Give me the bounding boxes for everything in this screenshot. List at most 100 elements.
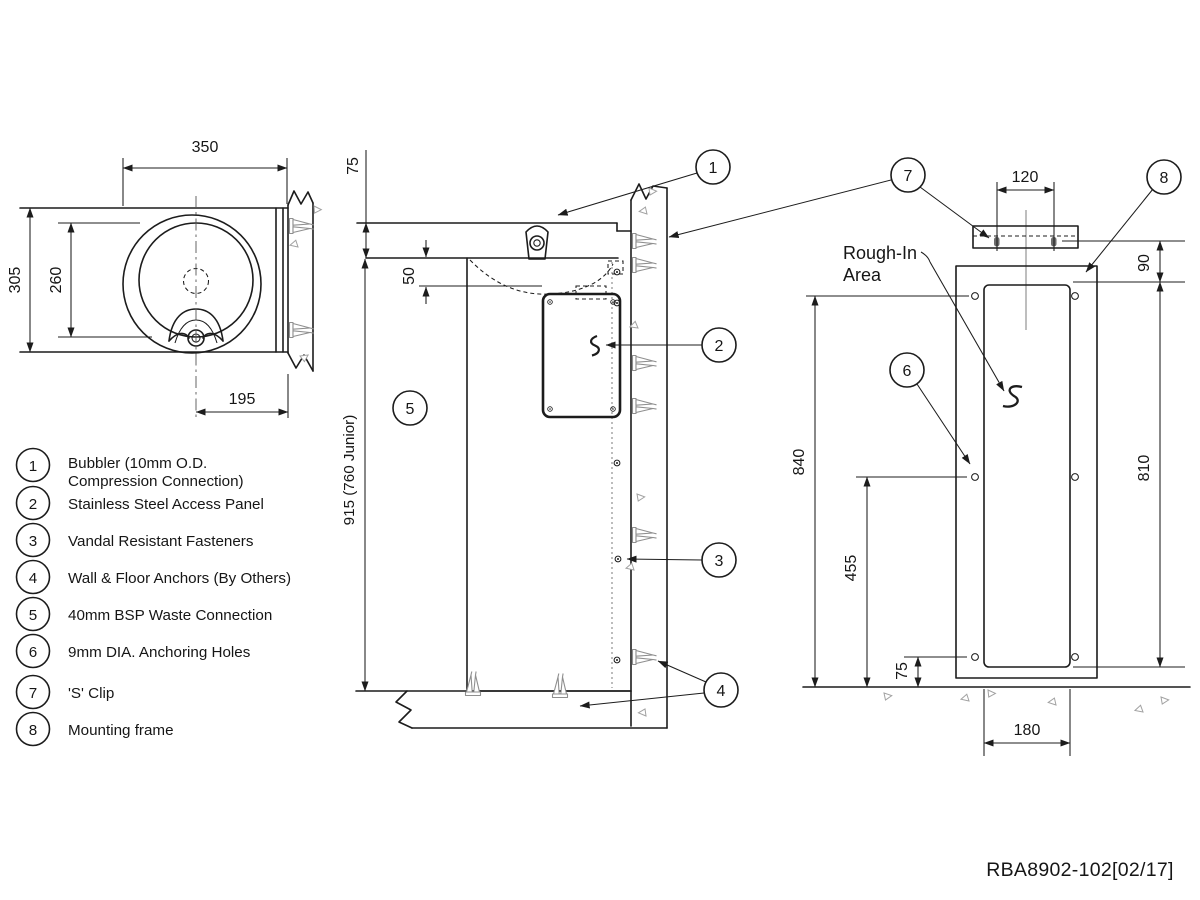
legend-item-4: 4 Wall & Floor Anchors (By Others) [15,559,291,595]
callout-2: 2 [605,327,737,363]
dim-hole-bottom: 75 [894,656,967,688]
concrete-triangle-icon [647,187,658,197]
legend-number: 6 [29,644,37,661]
callout-6: 6 [889,352,971,465]
legend-item-3: 3 Vandal Resistant Fasteners [15,522,254,558]
plan-view: 350 305 260 195 [7,139,323,418]
callout-1: 1 [557,149,731,216]
dim-plan-depth: 305 [7,207,34,353]
plan-wall-section [287,190,323,372]
legend-item-5: 5 40mm BSP Waste Connection [15,596,272,632]
dim-label: 260 [48,267,65,294]
dim-label: 75 [345,157,362,175]
dim-plan-offset: 195 [195,374,289,418]
legend-number: 4 [29,570,37,587]
dim-rough-height: 810 [1073,281,1185,668]
dim-side-height: 915 (760 Junior) [341,258,369,692]
drawing-number: RBA8902-102[02/17] [986,859,1174,881]
callout-8: 8 [1085,159,1182,273]
access-panel [541,292,622,419]
legend-number: 1 [29,458,37,475]
dim-side-bowl-depth: 50 [401,240,542,304]
side-wall-section [625,183,668,729]
callout-number: 3 [715,553,724,570]
legend-number: 3 [29,533,37,550]
dim-label: 50 [401,267,418,285]
wall-anchor-icon [631,256,658,274]
wall-anchor-icon [288,217,315,235]
legend-label: 9mm DIA. Anchoring Holes [68,644,251,661]
dim-plan-bowl: 260 [48,222,152,338]
legend-number: 8 [29,722,37,739]
concrete-triangle-icon [289,239,299,248]
legend-item-2: 2 Stainless Steel Access Panel [15,485,264,521]
legend-label: Stainless Steel Access Panel [68,496,264,513]
concrete-triangle-icon [638,206,649,215]
callout-number: 6 [903,363,912,380]
rear-anchor-holes [971,292,1079,661]
wall-anchor-icon [631,648,658,666]
callout-3: 3 [626,542,737,578]
concrete-triangle-icon [637,707,648,717]
concrete-triangle-icon [625,562,635,571]
callout-7: 7 [668,157,990,239]
basin-hidden-arc [469,259,614,295]
legend-label: Compression Connection) [68,473,244,490]
dim-frame-top: 90 [1062,240,1185,283]
legend-label: Wall & Floor Anchors (By Others) [68,570,291,587]
s-clip-hidden-outline [607,260,624,275]
dim-plan-width: 350 [122,139,288,206]
waste-hidden-outline [575,285,607,300]
concrete-triangle-icon [299,352,311,363]
wall-anchor-icon [631,526,658,544]
side-floor [355,670,668,729]
mounting-frame [955,265,1098,679]
callout-5: 5 [392,390,428,426]
legend-item-6: 6 9mm DIA. Anchoring Holes [15,633,251,669]
side-bubbler-icon [525,225,549,260]
legend-item-8: 8 Mounting frame [15,711,174,747]
s-clip-bracket [972,225,1079,249]
callout-number: 4 [717,683,726,700]
wall-anchor-icon [631,397,658,415]
wall-anchor-icon [631,354,658,372]
screw-icon [547,406,553,412]
rough-in-label-line1: Rough-In [843,243,917,263]
legend-label: 40mm BSP Waste Connection [68,607,272,624]
rough-in-label: Rough-In Area [843,243,1005,392]
wall-anchor-icon [288,321,315,339]
callout-number: 5 [406,401,415,418]
dim-hole-mid: 455 [843,476,967,688]
dim-label: 180 [1014,722,1041,739]
dim-label: 840 [791,449,808,476]
dim-label: 305 [7,267,24,294]
legend-number: 7 [29,685,37,702]
dim-label: 915 (760 Junior) [341,415,358,526]
rough-in-area [983,284,1071,668]
callout-number: 8 [1160,170,1169,187]
legend-number: 2 [29,496,37,513]
callout-number: 7 [904,168,913,185]
concrete-triangle-icon [635,493,646,503]
dim-label: 120 [1012,169,1039,186]
callout-number: 2 [715,338,724,355]
dim-hole-top: 840 [791,295,969,688]
legend-label: Mounting frame [68,722,174,739]
dim-slot-spacing: 120 [996,169,1055,251]
callout-number: 1 [709,160,718,177]
screw-icon [547,299,553,305]
side-unit-outline [356,222,632,692]
dim-label: 195 [229,391,256,408]
rough-in-label-line2: Area [843,265,882,285]
s-clip-symbol-icon [590,334,600,357]
legend: 1 Bubbler (10mm O.D. Compression Connect… [15,447,291,747]
dim-label: 75 [894,662,911,680]
callout-4: 4 [579,660,739,709]
wall-anchor-icon [631,232,658,250]
legend-number: 5 [29,607,37,624]
dim-label: 810 [1136,455,1153,482]
dim-side-spout: 75 [345,150,370,259]
rear-view: 120 90 810 840 455 75 [668,157,1191,756]
